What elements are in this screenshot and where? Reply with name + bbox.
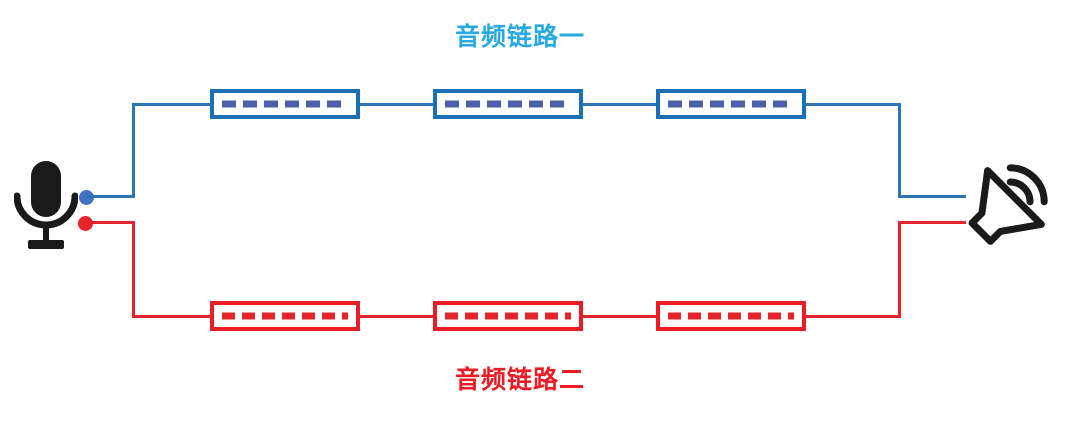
link1-wire-segment <box>358 103 435 106</box>
link1-wire-segment <box>132 103 135 198</box>
microphone-icon <box>14 160 78 254</box>
link1-node-1 <box>210 89 360 119</box>
dashed-line <box>222 312 348 320</box>
link1-wire-segment <box>581 103 658 106</box>
dashed-line <box>445 100 571 108</box>
link1-wire-segment <box>804 103 901 106</box>
link2-wire-segment <box>804 315 901 318</box>
link2-wire-segment <box>358 315 435 318</box>
speaker-icon <box>958 158 1054 254</box>
dashed-line <box>668 312 794 320</box>
link1-wire-segment <box>898 195 966 198</box>
link2-wire-segment <box>132 221 135 318</box>
link2-wire-segment <box>898 221 966 224</box>
link1-wire-segment <box>132 103 212 106</box>
link2-node-1 <box>210 301 360 331</box>
link2-node-3 <box>656 301 806 331</box>
link1-label: 音频链路一 <box>454 22 585 51</box>
link2-wire-segment <box>132 315 212 318</box>
link1-wire-segment <box>86 195 135 198</box>
link1-node-2 <box>433 89 583 119</box>
dashed-line <box>222 100 348 108</box>
link2-wire-segment <box>85 221 135 224</box>
link2-wire-segment <box>898 221 901 318</box>
link2-node-2 <box>433 301 583 331</box>
link2-label: 音频链路二 <box>454 365 585 394</box>
dashed-line <box>445 312 571 320</box>
link1-node-3 <box>656 89 806 119</box>
link1-wire-segment <box>898 103 901 198</box>
dashed-line <box>668 100 794 108</box>
link2-wire-segment <box>581 315 658 318</box>
